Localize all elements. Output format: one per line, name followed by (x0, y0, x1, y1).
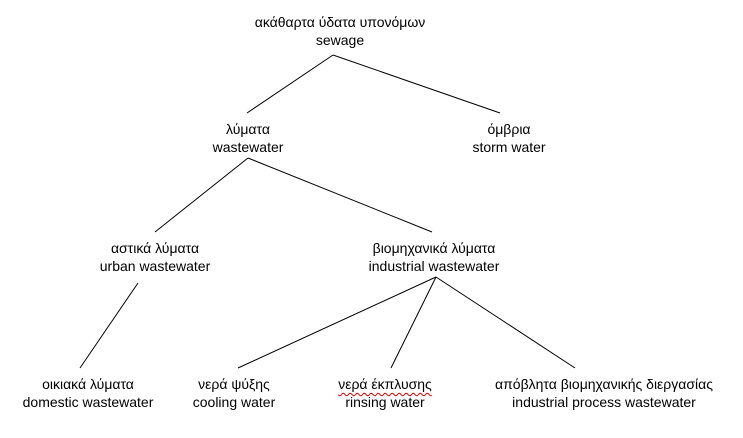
edge-wastewater-industrial (247, 157, 433, 233)
node-rinsing-greek: νερά έκπλυσης (338, 376, 432, 392)
node-industrial-greek: βιομηχανικά λύματα (372, 240, 496, 256)
node-urban-english: urban wastewater (99, 258, 211, 274)
edge-wastewater-urban (154, 157, 249, 233)
node-process-greek: απόβλητα βιομηχανικής διεργασίας (495, 376, 713, 392)
node-urban-wastewater: αστικά λύματα urban wastewater (100, 239, 211, 275)
node-sewage-english: sewage (315, 32, 365, 48)
edge-sewage-storm (332, 54, 501, 114)
node-industrial-english: industrial wastewater (368, 258, 500, 274)
node-rinsing-english: rinsing water (345, 394, 425, 410)
edge-urban-domestic (79, 282, 139, 369)
node-storm-water: όμβρια storm water (472, 120, 545, 156)
node-process-english: industrial process wastewater (512, 394, 696, 410)
node-rinsing-water: νερά έκπλυσης rinsing water (338, 375, 432, 411)
node-storm-english: storm water (472, 139, 546, 155)
node-industrial-wastewater: βιομηχανικά λύματα industrial wastewater (369, 239, 500, 275)
node-urban-greek: αστικά λύματα (110, 240, 200, 256)
node-domestic-wastewater: οικιακά λύματα domestic wastewater (23, 375, 154, 411)
node-sewage-greek: ακάθαρτα ύδατα υπονόμων (254, 14, 426, 30)
node-cooling-greek: νερά ψύξης (198, 376, 270, 392)
node-sewage: ακάθαρτα ύδατα υπονόμων sewage (255, 13, 426, 49)
node-domestic-greek: οικιακά λύματα (42, 376, 134, 392)
node-cooling-water: νερά ψύξης cooling water (193, 375, 276, 411)
node-wastewater-english: wastewater (212, 139, 284, 155)
node-domestic-english: domestic wastewater (22, 394, 154, 410)
node-wastewater: λύματα wastewater (213, 120, 284, 156)
node-wastewater-greek: λύματα (226, 121, 270, 137)
node-storm-greek: όμβρια (487, 121, 531, 137)
edge-industrial-cooling (237, 276, 437, 369)
edge-industrial-rinsing (390, 276, 437, 369)
node-cooling-english: cooling water (192, 394, 276, 410)
edge-industrial-process (435, 276, 576, 369)
edge-sewage-wastewater (246, 54, 334, 114)
node-industrial-process-wastewater: απόβλητα βιομηχανικής διεργασίας industr… (495, 375, 713, 411)
